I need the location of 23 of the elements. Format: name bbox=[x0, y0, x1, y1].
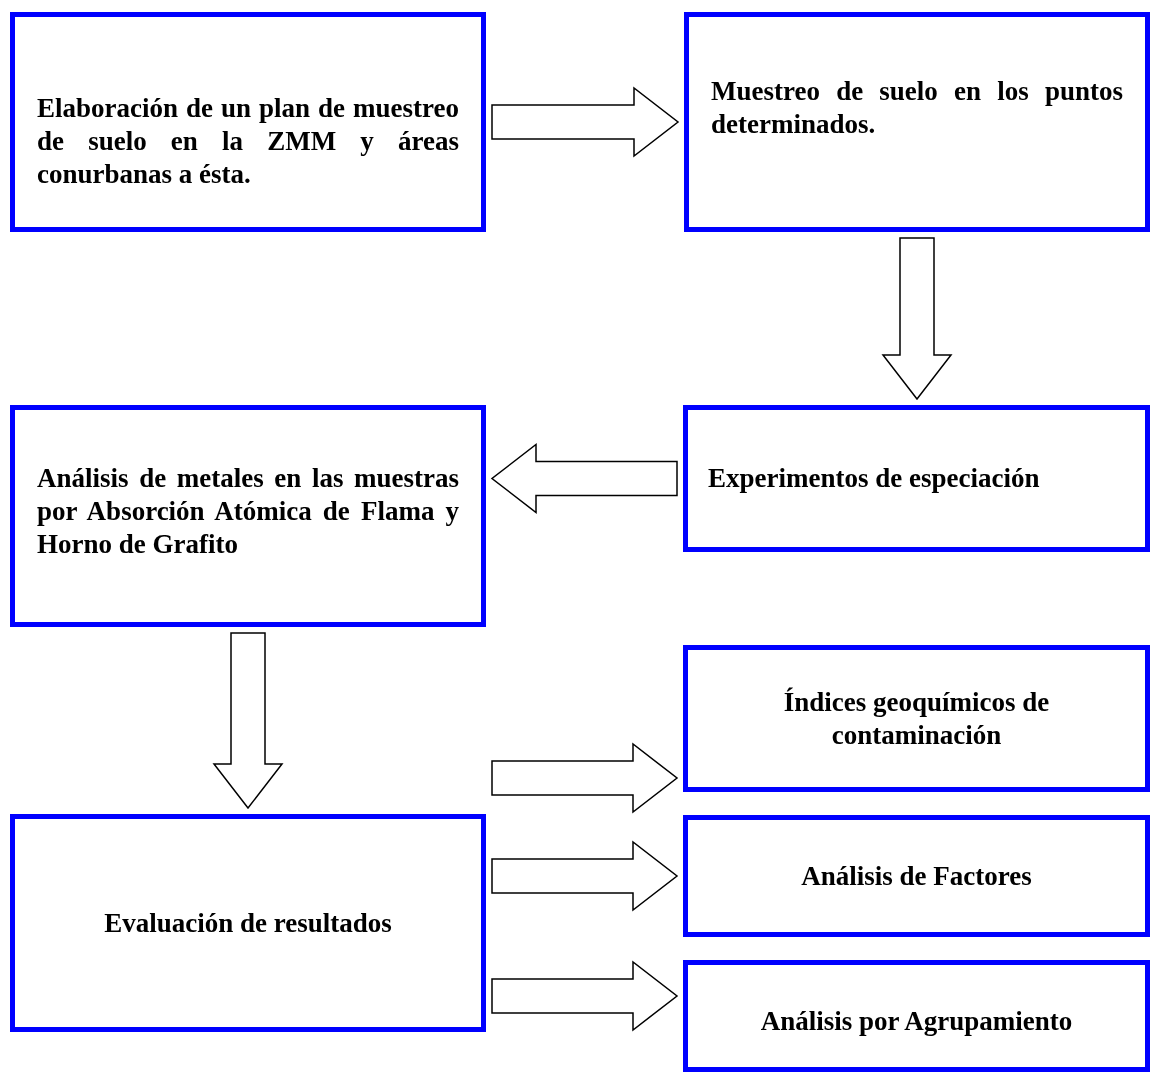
step-text: Análisis por Agrupamiento bbox=[759, 1005, 1074, 1038]
step-text: Experimentos de especiación bbox=[708, 462, 1041, 495]
process-box bbox=[684, 12, 1150, 232]
block-arrow bbox=[491, 742, 679, 814]
step-text: Elaboración de un plan de muestreo de suelo en la ZMM y áreas conurbanas a ésta. bbox=[37, 92, 459, 191]
block-arrow bbox=[881, 237, 953, 401]
process-box bbox=[683, 815, 1150, 937]
process-box bbox=[10, 814, 486, 1032]
process-box bbox=[10, 405, 486, 627]
step-text: Análisis de metales en las muestras por Absorción Atómica de Flama y Horno de Grafito bbox=[37, 462, 459, 561]
block-arrow bbox=[491, 840, 679, 912]
process-box bbox=[683, 405, 1150, 552]
process-box bbox=[683, 645, 1150, 792]
block-arrow bbox=[491, 86, 680, 158]
step-text: Índices geoquímicos de contaminación bbox=[782, 685, 1051, 752]
step-text: Análisis de Factores bbox=[800, 859, 1033, 893]
block-arrow bbox=[491, 960, 679, 1032]
process-box bbox=[683, 960, 1150, 1072]
step-text: Muestreo de suelo en los puntos determinados. bbox=[711, 75, 1123, 141]
block-arrow bbox=[212, 632, 284, 810]
step-text: Evaluación de resultados bbox=[103, 906, 393, 940]
block-arrow bbox=[490, 442, 678, 515]
process-box bbox=[10, 12, 486, 232]
